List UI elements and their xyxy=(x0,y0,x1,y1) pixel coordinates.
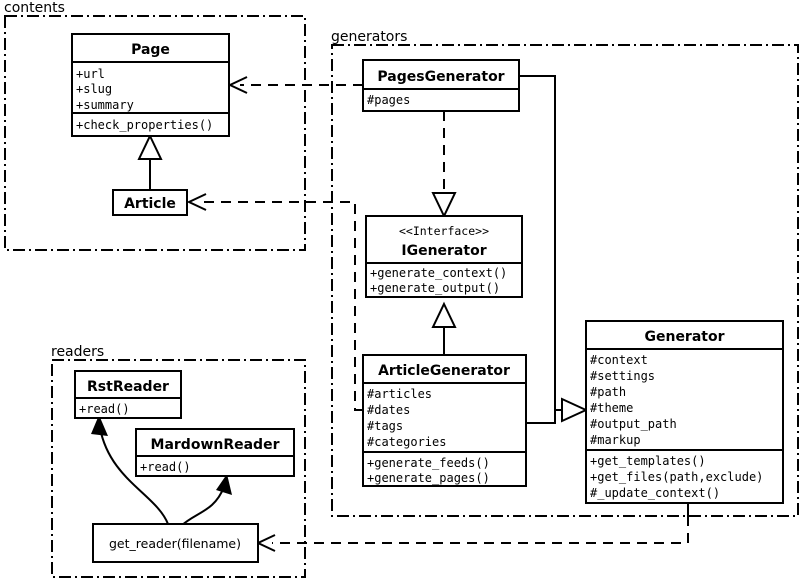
relation-generator-to-getreader xyxy=(255,503,689,552)
generator-attribute: #theme xyxy=(590,401,633,415)
pagesgenerator-class-name: PagesGenerator xyxy=(377,69,504,85)
generator-attribute: #markup xyxy=(590,433,641,447)
articlegenerator-class-name: ArticleGenerator xyxy=(378,363,510,379)
page-attribute: +summary xyxy=(76,98,134,112)
get-reader-label: get_reader(filename) xyxy=(109,536,241,551)
relation-getreader-to-mardownreader xyxy=(180,474,232,527)
igenerator-method: +generate_output() xyxy=(370,281,500,295)
article-page-triangle xyxy=(137,133,163,160)
generator-method: +get_files(path,exclude) xyxy=(590,470,763,484)
class-box-article[interactable]: Article xyxy=(112,189,188,216)
mardownreader-method: +read() xyxy=(140,460,191,474)
article-class-name: Article xyxy=(124,196,176,212)
class-box-articlegenerator[interactable]: ArticleGenerator #articles #dates #tags … xyxy=(362,354,527,487)
package-readers-label: readers xyxy=(51,344,104,360)
articlegenerator-generator-line xyxy=(526,410,556,424)
pagesgenerator-box xyxy=(362,59,520,112)
articlegenerator-method: +generate_pages() xyxy=(367,471,490,485)
generator-attribute: #settings xyxy=(590,369,655,383)
articlegenerator-article-line xyxy=(199,201,363,411)
package-contents-label: contents xyxy=(4,0,65,16)
generator-attribute: #path xyxy=(590,385,626,399)
page-method: +check_properties() xyxy=(76,118,213,132)
generator-method: #_update_context() xyxy=(590,486,720,500)
class-box-page[interactable]: Page +url +slug +summary +check_properti… xyxy=(71,33,230,137)
articlegenerator-article-arrowhead xyxy=(186,193,207,211)
relation-articlegenerator-to-igenerator xyxy=(431,301,457,355)
getreader-rstreader-curve xyxy=(99,427,169,525)
rstreader-box xyxy=(74,370,182,419)
package-readers: readers xyxy=(51,344,306,578)
generator-getreader-line xyxy=(272,516,689,544)
generator-method: +get_templates() xyxy=(590,454,706,468)
relation-article-to-page xyxy=(137,133,163,190)
pagesgenerator-generator-line xyxy=(519,75,556,410)
getreader-mardownreader-arrowhead xyxy=(216,474,232,495)
class-box-rstreader[interactable]: RstReader +read() xyxy=(74,370,182,419)
igenerator-stereotype: <<Interface>> xyxy=(399,224,489,238)
get-reader-box xyxy=(92,523,259,563)
package-contents: contents xyxy=(4,0,306,251)
articlegenerator-attribute: #categories xyxy=(367,435,446,449)
package-contents-frame xyxy=(4,15,306,251)
class-box-pagesgenerator[interactable]: PagesGenerator #pages xyxy=(362,59,520,112)
generator-box xyxy=(585,320,784,504)
articlegenerator-attribute: #dates xyxy=(367,403,410,417)
relation-generators-to-generator xyxy=(519,75,589,424)
function-box-get-reader[interactable]: get_reader(filename) xyxy=(92,523,259,563)
relation-pagesgenerator-to-igenerator xyxy=(431,111,457,219)
igenerator-box xyxy=(365,215,523,298)
class-box-generator[interactable]: Generator #context #settings #path #them… xyxy=(585,320,784,504)
articlegenerator-igenerator-triangle xyxy=(431,301,457,328)
articlegenerator-method: +generate_feeds() xyxy=(367,456,490,470)
pagesgenerator-attribute: #pages xyxy=(367,93,410,107)
package-generators-frame xyxy=(331,44,799,517)
generator-attribute: #context xyxy=(590,353,648,367)
articlegenerator-attribute: #articles xyxy=(367,387,432,401)
article-box xyxy=(112,189,188,216)
page-class-name: Page xyxy=(131,42,170,58)
articlegenerator-attribute: #tags xyxy=(367,419,403,433)
page-attribute: +slug xyxy=(76,82,112,96)
package-generators-label: generators xyxy=(331,29,407,45)
class-box-mardownreader[interactable]: MardownReader +read() xyxy=(135,428,295,477)
getreader-rstreader-arrowhead xyxy=(91,415,108,436)
articlegenerator-box xyxy=(362,354,527,487)
relation-articlegenerator-to-article xyxy=(186,193,363,411)
igenerator-method: +generate_context() xyxy=(370,266,507,280)
mardownreader-box xyxy=(135,428,295,477)
relation-getreader-to-rstreader xyxy=(91,415,169,525)
generator-attribute: #output_path xyxy=(590,417,677,431)
page-attribute: +url xyxy=(76,67,105,81)
package-readers-frame xyxy=(51,359,306,578)
getreader-mardownreader-curve xyxy=(180,486,225,527)
mardownreader-class-name: MardownReader xyxy=(151,437,280,453)
class-box-igenerator[interactable]: <<Interface>> IGenerator +generate_conte… xyxy=(365,215,523,298)
rstreader-class-name: RstReader xyxy=(87,379,169,395)
rstreader-method: +read() xyxy=(79,402,130,416)
igenerator-class-name: IGenerator xyxy=(401,243,486,259)
generator-triangle xyxy=(561,397,589,423)
generator-class-name: Generator xyxy=(644,329,724,345)
pagesgenerator-page-arrowhead xyxy=(227,76,248,94)
pagesgenerator-igenerator-triangle xyxy=(431,192,457,219)
page-box xyxy=(71,33,230,137)
package-generators: generators xyxy=(331,29,799,517)
relation-pagesgenerator-to-page xyxy=(227,76,363,94)
